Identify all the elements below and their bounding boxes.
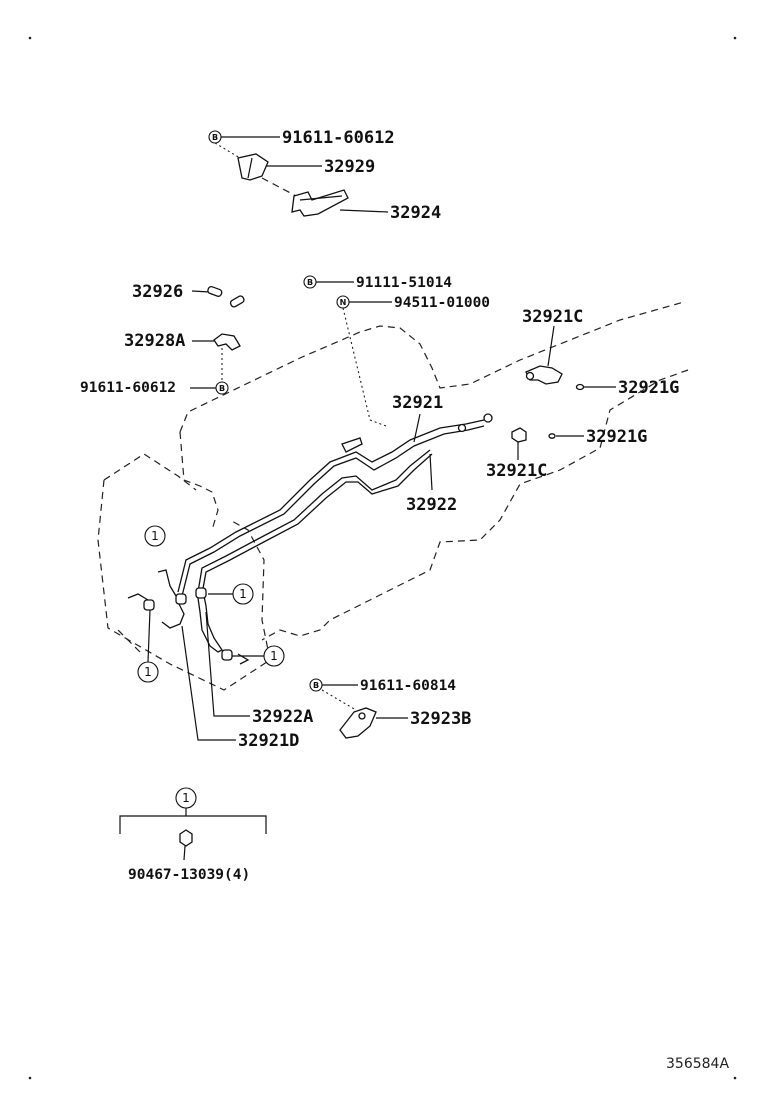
label-32921C-top[interactable]: 32921C <box>522 307 583 327</box>
label-32922A[interactable]: 32922A <box>252 707 313 727</box>
pipe-clip-part[interactable] <box>341 437 363 453</box>
label-32921G-mid[interactable]: 32921G <box>586 427 647 447</box>
label-32923B[interactable]: 32923B <box>410 709 471 729</box>
svg-text:1: 1 <box>270 649 278 663</box>
svg-text:B: B <box>212 133 218 142</box>
label-32928A[interactable]: 32928A <box>124 331 185 351</box>
grommet-32921G-mid-part[interactable] <box>548 433 556 439</box>
svg-text:B: B <box>219 384 225 393</box>
callout-1-icon[interactable]: 1 <box>144 525 166 547</box>
center-fasteners: B 91111-51014 N 94511-01000 <box>303 275 490 427</box>
svg-text:B: B <box>307 278 313 287</box>
lower-leaders: 32922A 32921D <box>181 611 313 751</box>
label-32921C-mid[interactable]: 32921C <box>486 461 547 481</box>
bolt-symbol-icon: B <box>215 381 229 395</box>
left-small-parts: 32926 32928A 91611-60612 B <box>80 282 245 396</box>
svg-text:N: N <box>340 298 347 307</box>
callout-1-legend: 1 90467-13039(4) <box>119 787 267 883</box>
label-32921[interactable]: 32921 <box>392 393 443 413</box>
label-32929[interactable]: 32929 <box>324 157 375 177</box>
fuel-pipes <box>127 413 493 665</box>
callout-1-icon[interactable]: 1 <box>263 645 285 667</box>
hose-32921D-part[interactable] <box>161 597 185 629</box>
union-part <box>457 423 467 433</box>
sleeve-32926-part-2[interactable] <box>229 295 245 308</box>
label-32926[interactable]: 32926 <box>132 282 183 302</box>
label-94511-01000[interactable]: 94511-01000 <box>394 295 490 311</box>
grommet-32921G-part[interactable] <box>575 383 585 391</box>
pipe-32921-part[interactable] <box>177 419 485 593</box>
svg-text:1: 1 <box>151 529 159 543</box>
clamp-icon <box>221 649 233 661</box>
label-32924[interactable]: 32924 <box>390 203 441 223</box>
hose-32922A-part[interactable] <box>197 595 223 653</box>
callout-1-icon[interactable]: 1 <box>232 583 254 605</box>
clamp-32928A-part[interactable] <box>213 333 241 351</box>
bracket-32923B-part[interactable] <box>339 707 377 739</box>
label-91611-60814[interactable]: 91611-60814 <box>360 678 456 694</box>
bracket-32924-part[interactable] <box>291 189 349 217</box>
bracket-hole <box>358 712 366 720</box>
clamp-icon <box>175 593 187 605</box>
label-32922[interactable]: 32922 <box>406 495 457 515</box>
callout-1-icon[interactable]: 1 <box>137 661 159 683</box>
clamp-hole <box>525 371 535 381</box>
clamp-icon <box>195 587 207 599</box>
reference-number: 356584A <box>666 1056 729 1072</box>
clip-90467-13039-part[interactable] <box>179 829 193 847</box>
bolt-symbol-icon: B <box>309 678 323 692</box>
clamp-icon <box>143 599 155 611</box>
label-32921G-top[interactable]: 32921G <box>618 378 679 398</box>
clamp-32921C-part[interactable] <box>525 365 563 385</box>
flare-nut-part[interactable] <box>483 413 493 423</box>
label-91611-60612-top[interactable]: 91611-60612 <box>282 128 395 148</box>
bolt-symbol-icon: B <box>208 130 222 144</box>
label-91111-51014[interactable]: 91111-51014 <box>356 275 452 291</box>
label-91611-60612-left[interactable]: 91611-60612 <box>80 380 176 396</box>
svg-text:1: 1 <box>239 587 247 601</box>
svg-text:1: 1 <box>144 665 152 679</box>
engine-outline <box>97 301 689 691</box>
sleeve-32926-part[interactable] <box>207 285 223 297</box>
label-32921D[interactable]: 32921D <box>238 731 299 751</box>
svg-text:B: B <box>313 681 319 690</box>
nut-symbol-icon: N <box>336 295 350 309</box>
pipe-32922-part[interactable] <box>197 449 431 593</box>
svg-text:1: 1 <box>182 791 190 805</box>
corner-marks <box>28 36 737 1080</box>
callout-1-icon[interactable]: 1 <box>175 787 197 809</box>
lower-bracket-group: B 91611-60814 32923B <box>309 678 471 739</box>
bolt-symbol-icon: B <box>303 275 317 289</box>
clamp-32921C-mid-part[interactable] <box>511 427 527 443</box>
right-side-parts: 32921C 32921G 32921 32921G 32921C 32922 <box>392 307 679 515</box>
bracket-group-top: B 91611-60612 32929 32924 <box>208 128 441 223</box>
label-90467-13039[interactable]: 90467-13039(4) <box>128 867 250 883</box>
callout-markers: 1 1 1 1 <box>137 525 285 683</box>
bracket-32929-part[interactable] <box>237 153 269 181</box>
